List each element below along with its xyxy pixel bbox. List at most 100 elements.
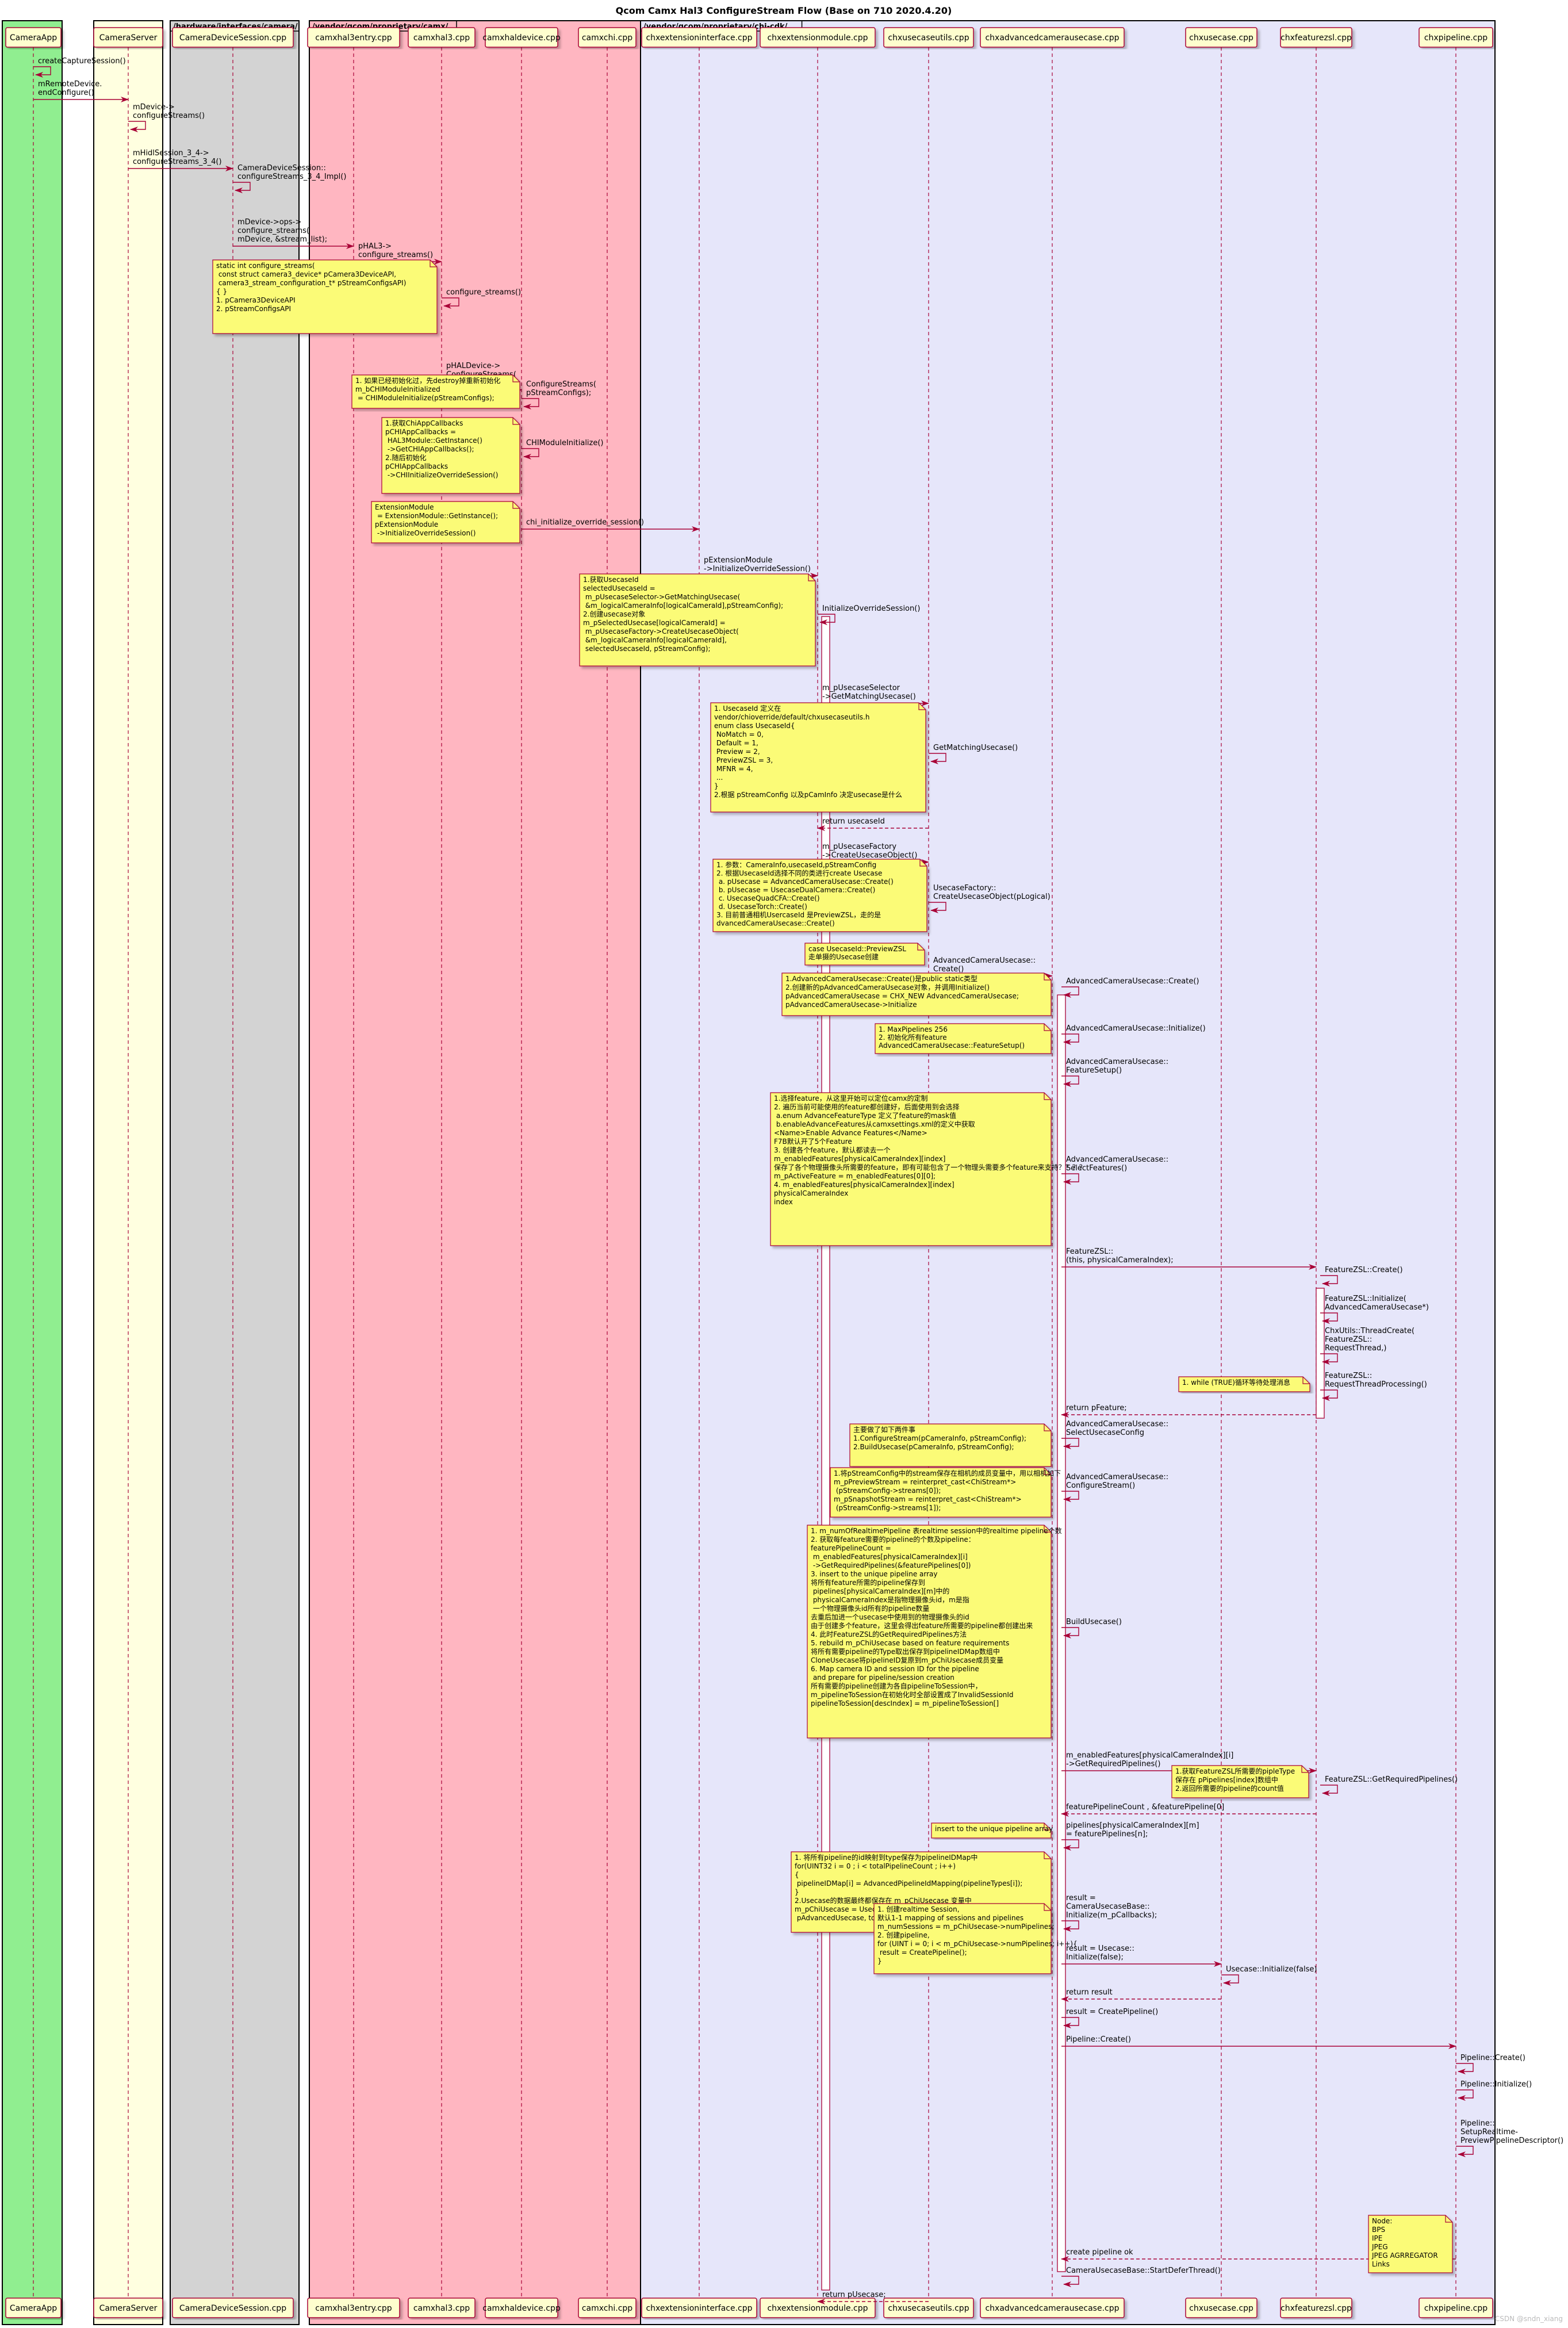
participant-chxextensionmodule-cpp-bottom[interactable]: chxextensionmodule.cpp [760, 2298, 876, 2318]
participant-camxhaldevice-cpp-bottom[interactable]: camxhaldevice.cpp [482, 2298, 561, 2318]
message-label: Pipeline::Create() [1066, 2035, 1131, 2044]
participant-label: chxusecase.cpp [1189, 33, 1253, 43]
participant-camxhal3-cpp-top[interactable]: camxhal3.cpp [408, 27, 476, 48]
participant-chxfeaturezsl-cpp-top[interactable]: chxfeaturezsl.cpp [1280, 27, 1352, 48]
participant-label: camxhal3entry.cpp [315, 2304, 392, 2313]
activation-chxfeaturezsl-cpp [1316, 1288, 1325, 1419]
participant-chxextensionmodule-cpp-top[interactable]: chxextensionmodule.cpp [760, 27, 876, 48]
message-label: GetMatchingUsecase() [933, 744, 1018, 752]
participant-chxextensioninterface-cpp-bottom[interactable]: chxextensioninterface.cpp [641, 2298, 757, 2318]
group-boxes: /hardware/interfaces/camera/ /vendor/qcom… [2, 20, 1496, 2325]
note-text: 1. while (TRUE)循环等待处理消息 [1182, 1378, 1290, 1387]
message-label: FeatureZSL::RequestThreadProcessing() [1325, 1372, 1427, 1389]
message-46: Pipeline::SetupRealtime-PreviewPipelineD… [1456, 2119, 1563, 2157]
watermark: CSDN @sndn_xiang [1495, 2315, 1563, 2323]
message-label: result = Usecase::Initialize(false); [1066, 1944, 1134, 1962]
note-15: 1. m_numOfRealtimePipeline 表realtime ses… [807, 1525, 1062, 1739]
note-14: 1.将pStreamConfig中的stream保存在相机的成员变量中，用以相机… [830, 1467, 1061, 1518]
participant-camxhaldevice-cpp-top[interactable]: camxhaldevice.cpp [482, 27, 561, 48]
participant-camxchi-cpp-top[interactable]: camxchi.cpp [578, 27, 637, 48]
note-1: static int configure_streams( const stru… [212, 259, 438, 334]
participant-label: CameraDeviceSession.cpp [179, 33, 286, 43]
message-label: pipelines[physicalCameraIndex][m]= featu… [1066, 1821, 1199, 1839]
participant-chxpipeline-cpp-bottom[interactable]: chxpipeline.cpp [1419, 2298, 1493, 2318]
participant-chxpipeline-cpp-top[interactable]: chxpipeline.cpp [1419, 27, 1493, 48]
participant-chxusecase-cpp-top[interactable]: chxusecase.cpp [1185, 27, 1258, 48]
participant-chxfeaturezsl-cpp-bottom[interactable]: chxfeaturezsl.cpp [1280, 2298, 1352, 2318]
message-label: CHIModuleInitialize() [526, 439, 604, 447]
message-label: ChxUtils::ThreadCreate(FeatureZSL::Reque… [1325, 1327, 1414, 1353]
message-label: Usecase::Initialize(false) [1226, 1965, 1317, 1974]
participant-chxusecaseutils-cpp-top[interactable]: chxusecaseutils.cpp [883, 27, 974, 48]
participant-label: chxpipeline.cpp [1424, 33, 1488, 43]
message-label: m_enabledFeatures[physicalCameraIndex][i… [1066, 1751, 1233, 1768]
message-label: InitializeOverrideSession() [822, 604, 920, 613]
message-label: Pipeline::Create() [1460, 2054, 1525, 2062]
message-19: UsecaseFactory::CreateUsecaseObject(pLog… [929, 884, 1051, 913]
message-label: CameraUsecaseBase::StartDeferThread() [1066, 2266, 1221, 2275]
participant-cameraserver-bottom[interactable]: CameraServer [93, 2298, 163, 2318]
message-label: AdvancedCameraUsecase::FeatureSetup() [1066, 1058, 1168, 1075]
participant-camxhal3entry-cpp-top[interactable]: camxhal3entry.cpp [307, 27, 400, 48]
messages: createCaptureSession() mRemoteDevice.endC… [33, 57, 1563, 2304]
message-label: result = CreatePipeline() [1066, 2008, 1158, 2016]
group-app [2, 20, 63, 2325]
message-label: AdvancedCameraUsecase::SelectFeatures() [1066, 1155, 1168, 1173]
participant-chxusecase-cpp-bottom[interactable]: chxusecase.cpp [1185, 2298, 1258, 2318]
message-label: m_pUsecaseFactory->CreateUsecaseObject() [822, 843, 917, 860]
message-23: AdvancedCameraUsecase::FeatureSetup() [1061, 1058, 1168, 1087]
note-19: 1. 创建realtime Session,默认1-1 mapping of s… [873, 1903, 1078, 1974]
message-label: createCaptureSession() [38, 57, 126, 66]
group-chi: /vendor/qcom/proprietary/chi-cdk/ [640, 20, 1496, 2325]
participant-cameradevicesession-cpp-bottom[interactable]: CameraDeviceSession.cpp [172, 2298, 294, 2318]
participant-cameraapp-bottom[interactable]: CameraApp [5, 2298, 62, 2318]
message-label: AdvancedCameraUsecase::Create() [933, 956, 1036, 974]
participant-cameraapp-top[interactable]: CameraApp [5, 27, 62, 48]
participant-label: chxadvancedcamerausecase.cpp [985, 33, 1119, 43]
participant-cameraserver-top[interactable]: CameraServer [93, 27, 163, 48]
participant-camxchi-cpp-bottom[interactable]: camxchi.cpp [578, 2298, 637, 2318]
participant-chxadvancedcamerausecase-cpp-bottom[interactable]: chxadvancedcamerausecase.cpp [980, 2298, 1125, 2318]
message-40: Usecase::Initialize(false) [1221, 1965, 1317, 1986]
participant-label: camxchi.cpp [582, 2304, 632, 2313]
message-44: Pipeline::Create() [1456, 2054, 1525, 2074]
participant-label: chxextensionmodule.cpp [767, 2304, 868, 2313]
participant-cameradevicesession-cpp-top[interactable]: CameraDeviceSession.cpp [172, 27, 294, 48]
message-39: result = Usecase::Initialize(false); [1061, 1944, 1222, 1967]
participant-label: CameraApp [10, 2304, 57, 2313]
participant-camxhal3entry-cpp-bottom[interactable]: camxhal3entry.cpp [307, 2298, 400, 2318]
message-25: FeatureZSL::(this, physicalCameraIndex); [1061, 1247, 1317, 1270]
message-29: FeatureZSL::RequestThreadProcessing() [1320, 1372, 1427, 1401]
message-label: FeatureZSL::Create() [1325, 1266, 1403, 1274]
message-2: mRemoteDevice.endConfigure() [33, 80, 129, 102]
message-label: AdvancedCameraUsecase::Create() [1066, 977, 1199, 986]
participant-chxusecaseutils-cpp-bottom[interactable]: chxusecaseutils.cpp [883, 2298, 974, 2318]
message-label: AdvancedCameraUsecase::ConfigureStream() [1066, 1473, 1168, 1490]
message-12: chi_initialize_override_session() [522, 518, 700, 532]
group-hw: /hardware/interfaces/camera/ [170, 20, 300, 2325]
participant-label: camxhaldevice.cpp [482, 33, 561, 43]
message-49: return pUsecase; [817, 2291, 929, 2304]
participant-chxadvancedcamerausecase-cpp-top[interactable]: chxadvancedcamerausecase.cpp [980, 27, 1125, 48]
message-label: m_pUsecaseSelector->GetMatchingUsecase() [822, 684, 916, 701]
message-label: mDevice->ops->configure_streams(mDevice,… [237, 218, 327, 244]
participant-chxextensioninterface-cpp-top[interactable]: chxextensioninterface.cpp [641, 27, 757, 48]
message-label: return result [1066, 1988, 1113, 1997]
message-6: mDevice->ops->configure_streams(mDevice,… [233, 218, 354, 249]
note-text: 1.AdvancedCameraUsecase::Create()是public… [785, 975, 1019, 1009]
participants: CameraAppCameraAppCameraServerCameraServ… [5, 27, 1493, 2318]
participant-label: CameraServer [99, 33, 158, 43]
message-label: pExtensionModule->InitializeOverrideSess… [704, 556, 811, 573]
message-label: AdvancedCameraUsecase::Initialize() [1066, 1024, 1206, 1033]
message-label: BuildUsecase() [1066, 1618, 1122, 1626]
participant-camxhal3-cpp-bottom[interactable]: camxhal3.cpp [408, 2298, 476, 2318]
participant-label: camxhal3entry.cpp [315, 33, 392, 43]
